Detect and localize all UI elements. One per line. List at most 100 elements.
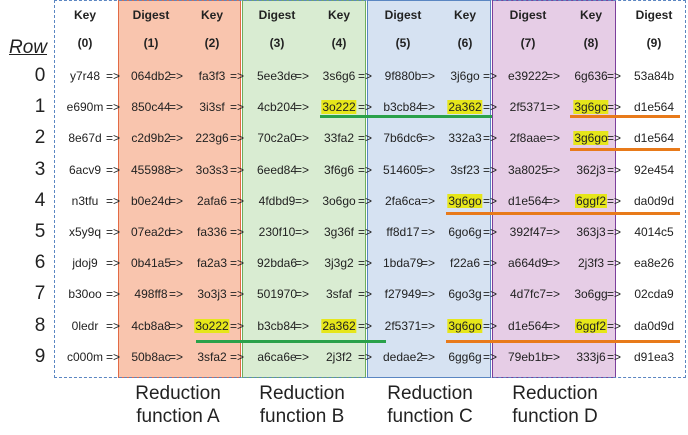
cell-value: y7r48 bbox=[69, 69, 101, 83]
key-cell: 3i3sf bbox=[199, 100, 224, 114]
key-cell: 3j6go bbox=[450, 69, 479, 83]
cell-value: 70c2a0 bbox=[257, 131, 297, 146]
key-cell: b30oo bbox=[68, 287, 101, 301]
digest-cell: 455988 bbox=[131, 163, 171, 177]
chain-arrow: => bbox=[294, 69, 310, 83]
key-cell: 362j3 bbox=[576, 163, 605, 177]
cell-value: d1e564 bbox=[633, 100, 675, 115]
chain-arrow: => bbox=[420, 100, 436, 115]
function-a-label-line2: function A bbox=[136, 406, 220, 427]
chain-arrow: => bbox=[482, 225, 498, 239]
cell-value: d91ea3 bbox=[633, 349, 675, 364]
chain-arrow: => bbox=[294, 318, 310, 333]
highlighted-value: 3g6go bbox=[447, 318, 483, 333]
digest-cell: 70c2a0 bbox=[257, 131, 296, 145]
chain-arrow: => bbox=[357, 318, 373, 333]
cell-value: 3s6g6 bbox=[322, 69, 356, 83]
chain-arrow: => bbox=[420, 256, 436, 271]
chain-arrow: => bbox=[168, 287, 184, 302]
key-cell: 3g36f bbox=[324, 225, 354, 239]
cell-value: n3tfu bbox=[71, 193, 99, 208]
function-b-label-line2: function B bbox=[259, 406, 345, 427]
cell-value: a664d9 bbox=[507, 256, 549, 271]
key-cell: y7r48 bbox=[70, 69, 100, 83]
chain-arrow: => bbox=[357, 225, 373, 239]
key-cell: 332a3 bbox=[448, 131, 481, 145]
column-header-label: Digest bbox=[384, 8, 422, 22]
digest-cell: c2d9b2 bbox=[131, 131, 170, 145]
chain-arrow: => bbox=[606, 193, 622, 208]
chain-arrow: => bbox=[420, 69, 436, 83]
key-cell: 3s6g6 bbox=[323, 69, 356, 83]
column-header-index: (7) bbox=[520, 36, 536, 50]
digest-cell: 4fdbd9 bbox=[259, 194, 296, 208]
column-header-index: (8) bbox=[583, 36, 599, 50]
chain-match-line-orange-row4 bbox=[446, 212, 680, 215]
key-cell: 3sfaf bbox=[326, 287, 352, 301]
digest-cell: 3a8025 bbox=[508, 163, 548, 177]
cell-value: fa2a3 bbox=[196, 256, 228, 271]
highlighted-value: 6ggf2 bbox=[574, 193, 608, 208]
highlighted-value: 3o222 bbox=[321, 100, 357, 115]
digest-cell: 064db2 bbox=[131, 69, 171, 83]
row-number: 5 bbox=[34, 221, 46, 242]
digest-cell: 5ee3de bbox=[257, 69, 297, 83]
column-header-index: (1) bbox=[143, 36, 159, 50]
digest-cell: f27949 bbox=[385, 287, 422, 301]
chain-arrow: => bbox=[545, 225, 561, 239]
cell-value: a6ca6e bbox=[257, 349, 297, 364]
cell-value: b30oo bbox=[68, 287, 102, 302]
cell-value: 50b8ac bbox=[131, 349, 171, 364]
cell-value: ea8e26 bbox=[633, 256, 675, 271]
column-header-index: (9) bbox=[646, 36, 662, 50]
cell-value: 2f5371 bbox=[509, 100, 547, 115]
cell-value: 9f880b bbox=[384, 69, 422, 83]
cell-value: 455988 bbox=[130, 162, 172, 177]
column-header-label: Key bbox=[200, 8, 224, 22]
cell-value: d1e564 bbox=[633, 131, 675, 146]
cell-value: 3a8025 bbox=[507, 162, 549, 177]
chain-arrow: => bbox=[294, 162, 310, 177]
cell-value: x5y9q bbox=[68, 225, 102, 239]
cell-value: 3j3g2 bbox=[324, 256, 354, 271]
column-header-label: Key bbox=[453, 8, 477, 22]
chain-arrow: => bbox=[105, 162, 121, 177]
chain-arrow: => bbox=[545, 287, 561, 302]
column-header-index: (2) bbox=[204, 36, 220, 50]
chain-match-line-orange-row2 bbox=[570, 148, 680, 151]
chain-arrow: => bbox=[294, 349, 310, 364]
cell-value: dedae2 bbox=[382, 349, 424, 364]
digest-cell: 0b41a5 bbox=[131, 256, 171, 270]
key-cell: n3tfu bbox=[72, 194, 99, 208]
digest-cell: d1e564 bbox=[634, 100, 674, 114]
cell-value: 53a84b bbox=[633, 69, 675, 83]
cell-value: 064db2 bbox=[130, 69, 172, 83]
key-cell: 3sfa2 bbox=[197, 350, 226, 364]
chain-arrow: => bbox=[357, 256, 373, 271]
digest-cell: d91ea3 bbox=[634, 350, 674, 364]
digest-cell: 02cda9 bbox=[634, 287, 673, 301]
key-cell: 3o6gg bbox=[574, 287, 607, 301]
chain-arrow: => bbox=[105, 287, 121, 302]
cell-value: 3f6g6 bbox=[323, 162, 355, 177]
chain-arrow: => bbox=[482, 318, 498, 333]
highlighted-value: 3g6go bbox=[573, 100, 609, 115]
chain-arrow: => bbox=[294, 193, 310, 208]
chain-arrow: => bbox=[105, 256, 121, 271]
digest-cell: da0d9d bbox=[634, 194, 674, 208]
digest-cell: 514605 bbox=[383, 163, 423, 177]
cell-value: e39222 bbox=[507, 69, 549, 83]
cell-value: fa3f3 bbox=[198, 69, 226, 83]
key-cell: 363j3 bbox=[576, 225, 605, 239]
chain-arrow: => bbox=[357, 131, 373, 146]
cell-value: 2j3f2 bbox=[325, 349, 353, 364]
chain-arrow: => bbox=[229, 256, 245, 271]
function-c-label-line2: function C bbox=[387, 406, 473, 427]
key-cell: 3g6go bbox=[447, 318, 483, 333]
digest-cell: 6eed84 bbox=[257, 163, 297, 177]
cell-value: 6go6g bbox=[448, 225, 482, 239]
key-cell: fa336 bbox=[197, 225, 227, 239]
digest-cell: b3cb84 bbox=[383, 100, 422, 114]
chain-arrow: => bbox=[606, 162, 622, 177]
